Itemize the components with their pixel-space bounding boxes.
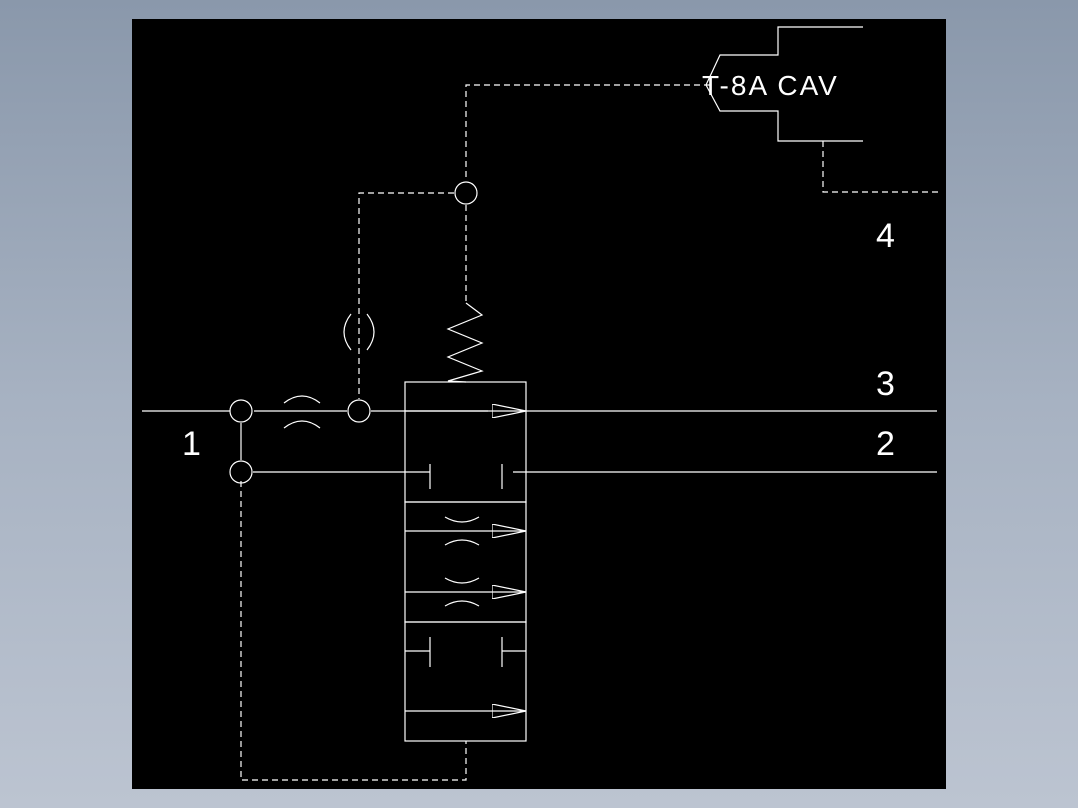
port-4-label: 4 bbox=[876, 217, 895, 255]
spool-envelope-1 bbox=[404, 381, 527, 503]
port-1-label: 1 bbox=[182, 425, 201, 463]
hydraulic-schematic: T-8A CAV bbox=[142, 26, 940, 781]
spool-envelope-2 bbox=[404, 501, 527, 623]
spool-envelope-3 bbox=[404, 621, 527, 742]
drawing-canvas: T-8A CAV bbox=[132, 19, 946, 789]
cartridge-label: T-8A CAV bbox=[702, 70, 839, 101]
pilot-lines bbox=[240, 84, 940, 781]
junction-pilot-tap bbox=[347, 399, 371, 423]
junction-port1-upper bbox=[229, 399, 253, 423]
port-3-label: 3 bbox=[876, 365, 895, 403]
port-2-label: 2 bbox=[876, 425, 895, 463]
orifice-upper bbox=[343, 313, 375, 351]
junction-pilot-top bbox=[454, 181, 478, 205]
junction-nodes bbox=[229, 181, 478, 484]
junction-port1-lower bbox=[229, 460, 253, 484]
main-lines bbox=[142, 410, 937, 473]
orifice-main bbox=[283, 395, 321, 429]
spring-symbol bbox=[446, 302, 484, 383]
valve-spool bbox=[404, 381, 527, 742]
